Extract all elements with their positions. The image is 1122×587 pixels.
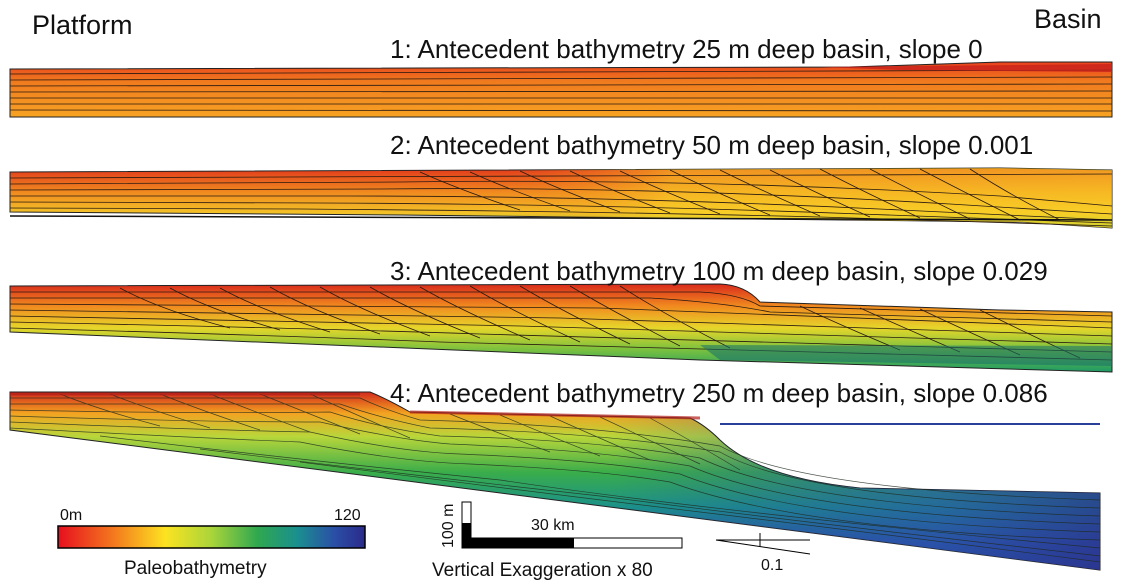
legend-colorbar bbox=[57, 525, 366, 549]
basin-label: Basin bbox=[1034, 4, 1102, 34]
panel-4-section bbox=[9, 391, 1101, 571]
slope-label: 0.1 bbox=[761, 557, 784, 574]
legend-max-label: 120 bbox=[334, 507, 361, 524]
scale-bars bbox=[461, 501, 811, 555]
panel-3-title: 3: Antecedent bathymetry 100 m deep basi… bbox=[390, 256, 1048, 286]
panel-2-section bbox=[9, 167, 1113, 229]
panel-1-section bbox=[9, 61, 1113, 118]
panel-4-title: 4: Antecedent bathymetry 250 m deep basi… bbox=[390, 378, 1048, 408]
legend-title: Paleobathymetry bbox=[124, 558, 267, 579]
panel-1-title: 1: Antecedent bathymetry 25 m deep basin… bbox=[390, 34, 983, 64]
panel-3-section bbox=[9, 283, 1113, 373]
legend-min-label: 0m bbox=[60, 507, 83, 524]
slope-indicator bbox=[715, 533, 811, 555]
vertical-exaggeration-label: Vertical Exaggeration x 80 bbox=[432, 560, 653, 581]
vertical-scale-label: 100 m bbox=[440, 503, 457, 548]
platform-label: Platform bbox=[32, 10, 133, 40]
horizontal-scale-label: 30 km bbox=[531, 517, 575, 534]
paleobathymetry-legend bbox=[57, 525, 366, 549]
panel-2-title: 2: Antecedent bathymetry 50 m deep basin… bbox=[390, 130, 1034, 160]
